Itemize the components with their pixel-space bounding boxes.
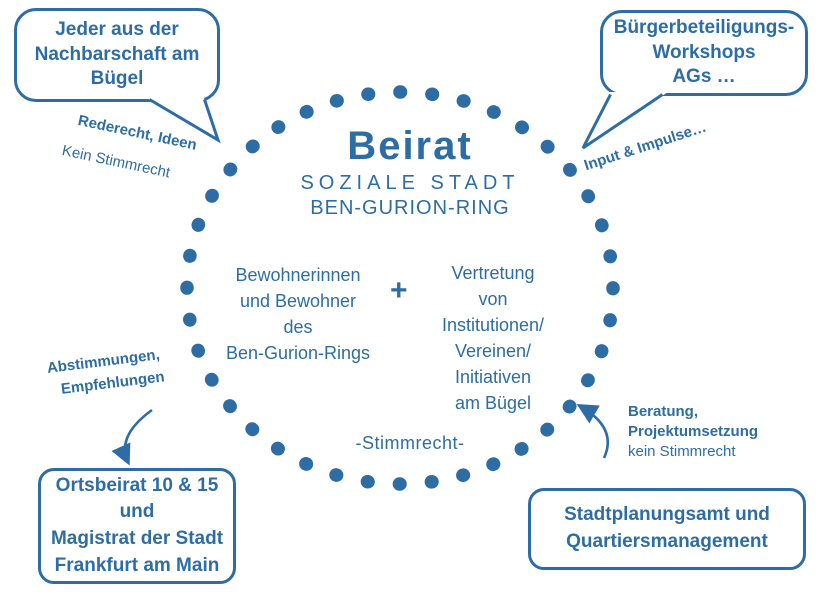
label-kein-stimmrecht-bottom: kein Stimmrecht: [628, 442, 736, 460]
circle-title: Beirat: [347, 124, 473, 168]
plus-icon: +: [390, 274, 408, 307]
label-kein-stimmrecht-top: Kein Stimmrecht: [60, 142, 172, 182]
label-rederecht-ideen: Rederecht, Ideen: [76, 112, 199, 154]
voting-note: -Stimmrecht-: [355, 433, 465, 453]
bubble-nachbarschaft: Jeder aus der Nachbarschaft am Bügel: [14, 8, 220, 102]
members-right-text: Vertretung von Institutionen/ Vereinen/ …: [441, 263, 545, 414]
arrow-from-stadtplanungsamt-icon: [576, 404, 609, 459]
circle-heading: Beirat SOZIALE STADT BEN-GURION-RING: [300, 124, 519, 220]
members-left-text: Bewohnerinnen und Bewohner des Ben-Gurio…: [225, 265, 371, 364]
circle-subtitle-1: SOZIALE STADT: [300, 172, 520, 194]
bubble-workshops: Bürgerbeteiligungs- Workshops AGs …: [600, 10, 808, 96]
label-input-impulse: Input & Impulse…: [582, 118, 709, 175]
box-stadtplanungsamt: Stadtplanungsamt und Quartiersmanagement: [528, 488, 806, 570]
circle-subtitle-2: BEN-GURION-RING: [310, 197, 510, 219]
box-ortsbeirat: Ortsbeirat 10 & 15 und Magistrat der Sta…: [38, 468, 236, 584]
label-beratung-projektumsetzung: Beratung, Projektumsetzung: [628, 403, 759, 440]
arrow-to-ortsbeirat-icon: [111, 408, 153, 466]
label-beratung-group: Beratung, Projektumsetzung kein Stimmrec…: [628, 402, 758, 461]
